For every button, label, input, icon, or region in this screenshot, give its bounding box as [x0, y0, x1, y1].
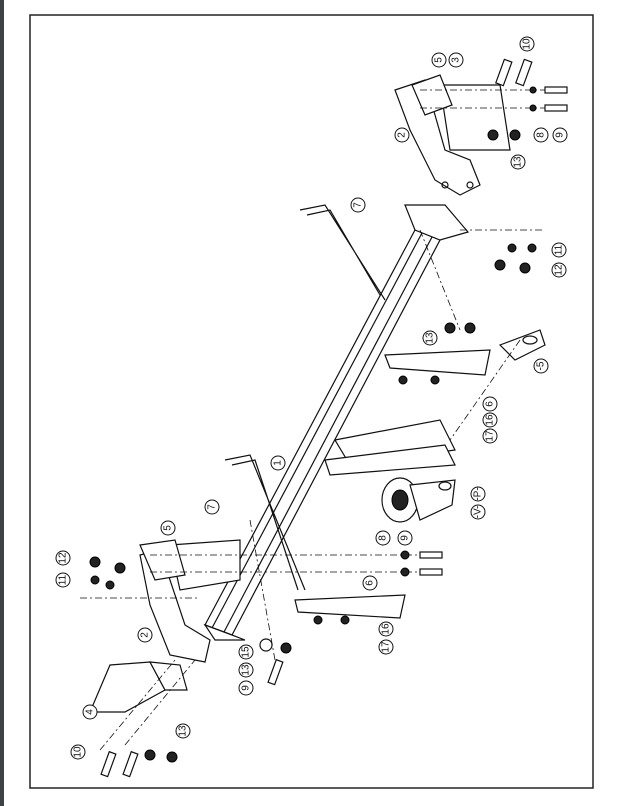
callout: 2 [394, 127, 410, 143]
callout: -P- [470, 486, 486, 502]
drawing-border [29, 14, 594, 789]
u-strap-part-7-lower [224, 454, 306, 591]
callout: 6 [362, 575, 378, 591]
callout: 5 [160, 520, 176, 536]
callout: -5 [533, 358, 549, 374]
callout: 9 [397, 530, 413, 546]
callout-text: 13 [513, 156, 524, 168]
callout-text: 17 [485, 430, 496, 442]
callout-text: 6 [365, 580, 376, 586]
callout-text: 5 [434, 57, 445, 63]
callout: 13 [510, 154, 526, 170]
callout-text: 12 [554, 264, 565, 276]
callout: 17 [482, 428, 498, 444]
callout: 17 [378, 639, 394, 655]
callout-text: 8 [536, 132, 547, 138]
callout-text: 10 [73, 746, 84, 758]
callout: 1 [270, 455, 286, 471]
right-bracket-assembly [394, 74, 511, 196]
main-tube-part-1 [203, 204, 470, 641]
callout-text: 10 [522, 38, 533, 50]
callout-text: 6 [485, 401, 496, 407]
callout: 12 [551, 262, 567, 278]
callout: 10 [70, 744, 86, 760]
callout: 2 [137, 627, 153, 643]
callout-text: 17 [381, 641, 392, 653]
callout-text: 13 [425, 332, 436, 344]
callout-text: 7 [207, 504, 218, 510]
callout: 9 [238, 680, 254, 696]
callout-text: 2 [397, 132, 408, 138]
callout-text: 1 [273, 460, 284, 466]
callout: 8 [533, 127, 549, 143]
callout-text: 7 [353, 202, 364, 208]
callout-text: 5 [163, 525, 174, 531]
fasteners [89, 58, 568, 778]
callout: 5 [431, 52, 447, 68]
hitch-plate-lower [324, 444, 456, 476]
callout: 4 [82, 704, 98, 720]
callout-text: 9 [400, 535, 411, 541]
callout: 13 [175, 723, 191, 739]
callout: 16 [482, 412, 498, 428]
callout: 16 [378, 621, 394, 637]
callout: 11 [55, 572, 71, 588]
callout-text: 13 [178, 725, 189, 737]
callout: 11 [551, 242, 567, 258]
callout: -V- [470, 504, 486, 520]
side-plate-part-6-right [384, 349, 491, 376]
callout: 13 [422, 330, 438, 346]
viewer-left-edge [0, 0, 4, 806]
callout: 10 [519, 36, 535, 52]
callout-text: 9 [241, 685, 252, 691]
callout-text: 11 [554, 244, 565, 255]
callout-text: 15 [241, 646, 252, 658]
callout-text: -V- [473, 506, 484, 519]
callout-text: -P- [473, 487, 484, 500]
callout-text: 9 [555, 132, 566, 138]
socket-bracket-part-5 [498, 329, 546, 361]
callout-text: 4 [85, 709, 96, 715]
callout-text: 8 [378, 535, 389, 541]
callout: 15 [238, 644, 254, 660]
callout-text: 13 [241, 664, 252, 676]
callout-text: -5 [536, 361, 547, 370]
callout-text: 2 [140, 632, 151, 638]
u-strap-part-7-upper [299, 204, 386, 301]
callout-text: 16 [485, 414, 496, 426]
callout-text: 16 [381, 623, 392, 635]
tow-ball-part-v-p [381, 477, 456, 523]
callout: 13 [238, 662, 254, 678]
callout-text: 3 [451, 57, 462, 63]
callout-labels: 10 5 3 2 13 8 9 7 11 12 13 -5 6 16 17 1 … [55, 36, 568, 760]
assembly-center-lines [80, 89, 545, 751]
side-plate-part-6-left [294, 594, 406, 619]
callout: 12 [55, 550, 71, 566]
callout: 9 [552, 127, 568, 143]
callout: 3 [448, 52, 464, 68]
callout-text: 12 [58, 552, 69, 564]
callout-text: 11 [58, 574, 69, 585]
callout: 6 [482, 396, 498, 412]
left-bracket-assembly [89, 539, 241, 713]
callout: 7 [204, 499, 220, 515]
callout: 8 [375, 530, 391, 546]
callout: 7 [350, 197, 366, 213]
